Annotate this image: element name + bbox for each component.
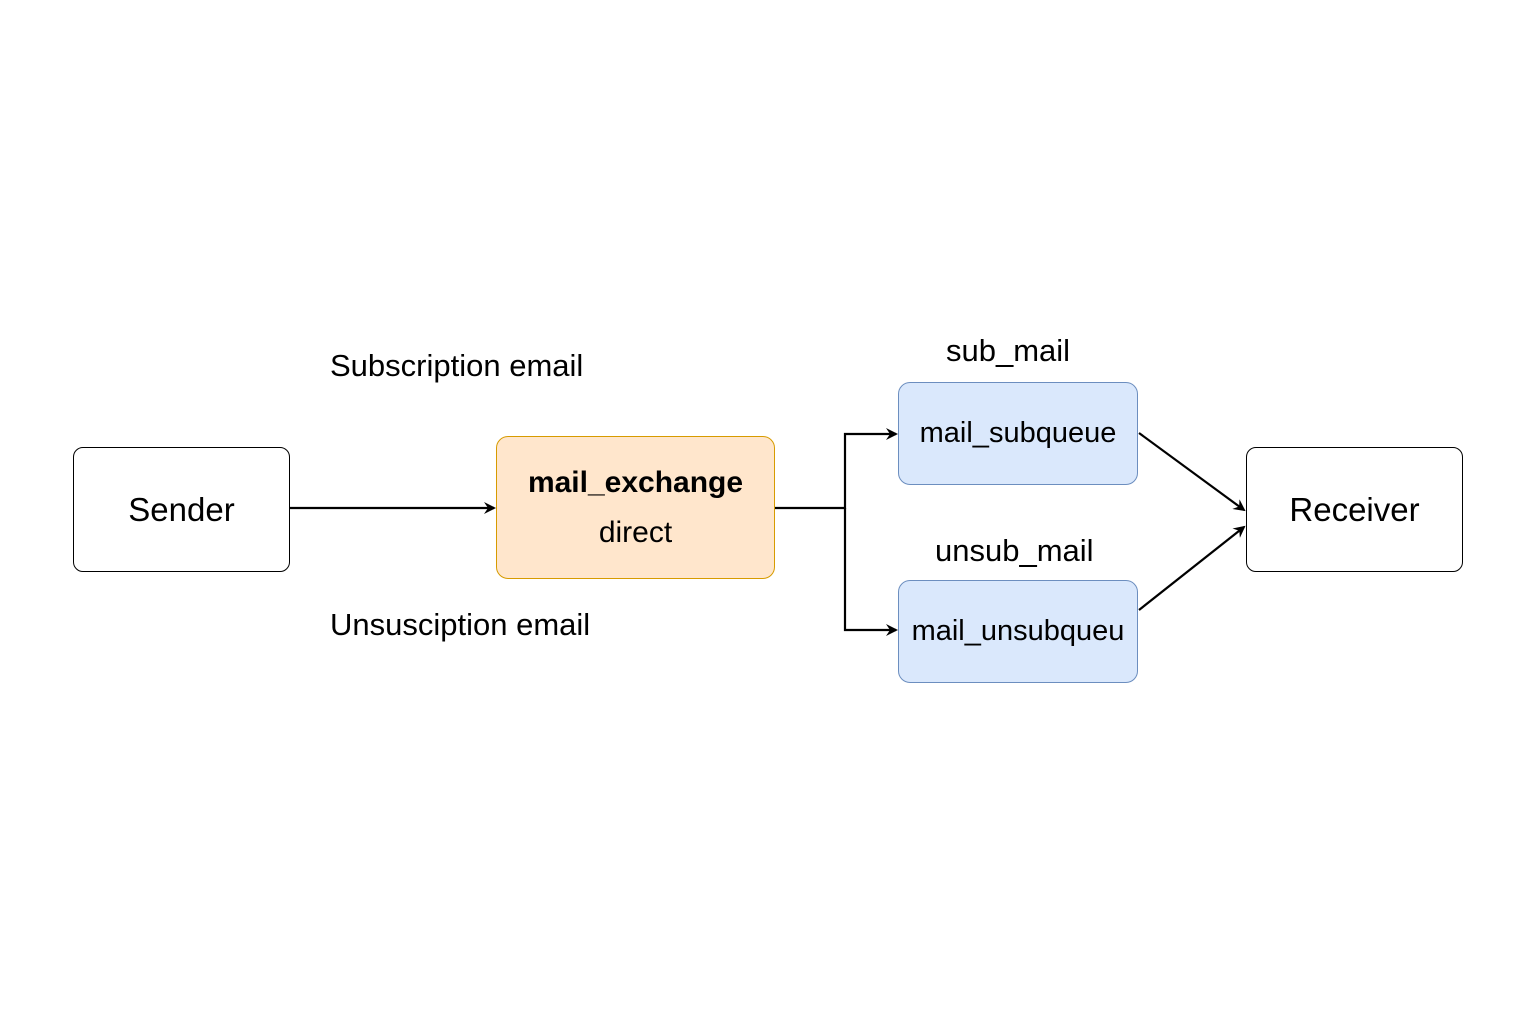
sub-queue-node[interactable]: mail_subqueue [898, 382, 1138, 485]
sub-mail-routing-key: sub_mail [946, 333, 1071, 368]
unsub-mail-routing-key: unsub_mail [935, 533, 1094, 568]
unsubscription-email-label: Unsusciption email [330, 607, 591, 642]
edge-exchange-to-unsub-queue [843, 508, 898, 636]
unsub-queue-label: mail_unsubqueu [911, 615, 1125, 647]
edge-unsub-queue-to-receiver [1138, 525, 1246, 611]
receiver-label: Receiver [1289, 490, 1420, 528]
exchange-type: direct [598, 515, 673, 549]
sub-queue-label: mail_subqueue [919, 417, 1117, 449]
edge-sub-queue-to-receiver [1138, 432, 1246, 512]
edge-exchange-to-sub-queue [775, 428, 898, 510]
exchange-node[interactable]: mail_exchange direct [496, 436, 775, 579]
sender-node[interactable]: Sender [73, 447, 290, 572]
unsub-queue-node[interactable]: mail_unsubqueu [898, 580, 1138, 683]
exchange-name: mail_exchange [527, 465, 744, 499]
subscription-email-label: Subscription email [330, 348, 584, 383]
receiver-node[interactable]: Receiver [1246, 447, 1463, 572]
sender-label: Sender [128, 490, 235, 528]
